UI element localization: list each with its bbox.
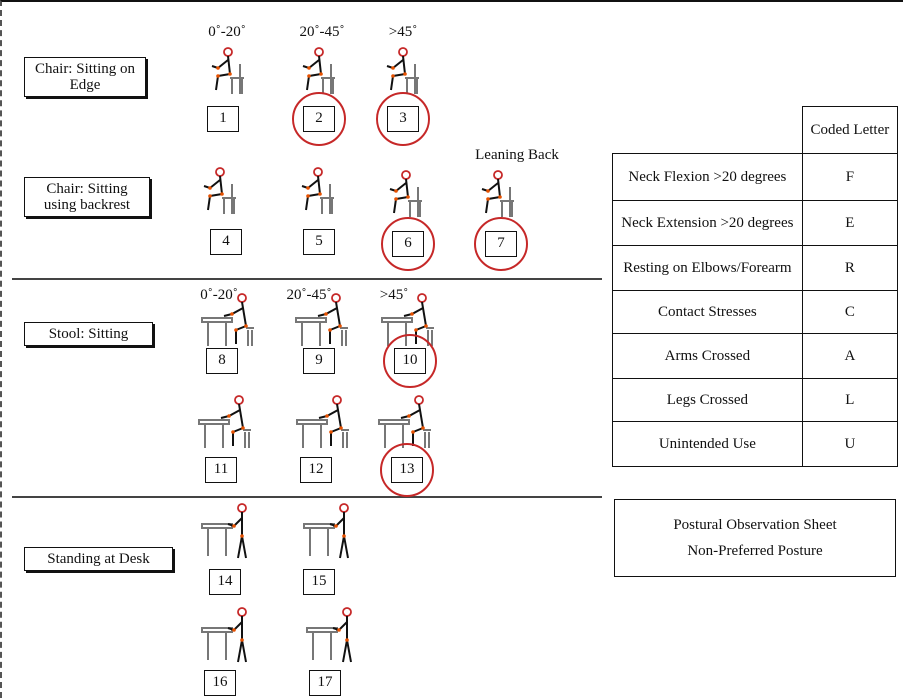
- posture-stool-figure-icon: [294, 292, 354, 352]
- header-stool-20-45: 20˚-45˚: [286, 287, 332, 303]
- posture-number-box[interactable]: 16: [204, 670, 236, 696]
- posture-number-box[interactable]: 1: [207, 106, 239, 132]
- table-header-row: Coded Letter: [612, 106, 899, 154]
- section-label-chair-edge: Chair: Sitting on Edge: [24, 57, 146, 97]
- selection-circle: [292, 92, 346, 146]
- posture-number-box[interactable]: 12: [300, 457, 332, 483]
- posture-number-box[interactable]: 17: [309, 670, 341, 696]
- table-cell-description: Unintended Use: [612, 421, 803, 467]
- sheet-title-box: Postural Observation Sheet Non-Preferred…: [614, 499, 896, 577]
- header-leaning-back: Leaning Back: [475, 147, 559, 163]
- posture-chair-figure-icon: [202, 44, 262, 104]
- section-label-chair-backrest: Chair: Sitting using backrest: [24, 177, 150, 217]
- posture-number-box[interactable]: 4: [210, 229, 242, 255]
- selection-circle: [380, 443, 434, 497]
- posture-number-box[interactable]: 7: [485, 231, 517, 257]
- posture-chair-figure-icon: [292, 164, 352, 224]
- selection-circle: [383, 334, 437, 388]
- posture-chair-figure-icon: [293, 44, 353, 104]
- header-angle-over-45: >45˚: [388, 24, 418, 40]
- posture-stool-figure-icon: [295, 394, 355, 454]
- table-cell-description: Arms Crossed: [612, 333, 803, 379]
- table-cell-description: Contact Stresses: [612, 290, 803, 334]
- section-divider: [12, 496, 602, 498]
- posture-chair-figure-icon: [472, 167, 532, 227]
- posture-stand-figure-icon: [200, 502, 260, 562]
- posture-chair-figure-icon: [194, 164, 254, 224]
- section-label-standing: Standing at Desk: [24, 547, 173, 571]
- table-cell-code: L: [801, 378, 899, 422]
- posture-stool-figure-icon: [377, 394, 437, 454]
- posture-number-box[interactable]: 9: [303, 348, 335, 374]
- posture-stand-figure-icon: [305, 606, 365, 666]
- sheet-title-line1: Postural Observation Sheet: [673, 517, 837, 533]
- header-angle-0-20: 0˚-20˚: [208, 24, 246, 40]
- posture-number-box[interactable]: 10: [394, 348, 426, 374]
- posture-number-box[interactable]: 15: [303, 569, 335, 595]
- table-cell-code: F: [801, 153, 899, 201]
- sheet-title-line2: Non-Preferred Posture: [687, 543, 823, 559]
- table-cell-code: E: [801, 200, 899, 246]
- header-stool-over-45: >45˚: [379, 287, 409, 303]
- table-cell-description: Neck Flexion >20 degrees: [612, 153, 803, 201]
- selection-circle: [376, 92, 430, 146]
- selection-circle: [474, 217, 528, 271]
- table-cell-description: Neck Extension >20 degrees: [612, 200, 803, 246]
- table-cell-code: C: [801, 290, 899, 334]
- table-cell-description: Legs Crossed: [612, 378, 803, 422]
- table-cell-code: U: [801, 421, 899, 467]
- posture-number-box[interactable]: 14: [209, 569, 241, 595]
- posture-stool-figure-icon: [200, 292, 260, 352]
- posture-stool-figure-icon: [197, 394, 257, 454]
- posture-number-box[interactable]: 3: [387, 106, 419, 132]
- posture-number-box[interactable]: 2: [303, 106, 335, 132]
- table-header-coded-letter: Coded Letter: [801, 106, 899, 154]
- posture-number-box[interactable]: 11: [205, 457, 237, 483]
- header-angle-20-45: 20˚-45˚: [299, 24, 345, 40]
- posture-number-box[interactable]: 6: [392, 231, 424, 257]
- posture-number-box[interactable]: 5: [303, 229, 335, 255]
- table-cell-code: R: [801, 245, 899, 291]
- posture-chair-figure-icon: [380, 167, 440, 227]
- table-cell-description: Resting on Elbows/Forearm: [612, 245, 803, 291]
- section-label-stool: Stool: Sitting: [24, 322, 153, 346]
- table-header-blank: [612, 106, 803, 154]
- posture-number-box[interactable]: 13: [391, 457, 423, 483]
- posture-chair-figure-icon: [377, 44, 437, 104]
- selection-circle: [381, 217, 435, 271]
- section-divider: [12, 278, 602, 280]
- posture-stand-figure-icon: [200, 606, 260, 666]
- table-cell-code: A: [801, 333, 899, 379]
- posture-stand-figure-icon: [302, 502, 362, 562]
- posture-number-box[interactable]: 8: [206, 348, 238, 374]
- header-stool-0-20: 0˚-20˚: [200, 287, 238, 303]
